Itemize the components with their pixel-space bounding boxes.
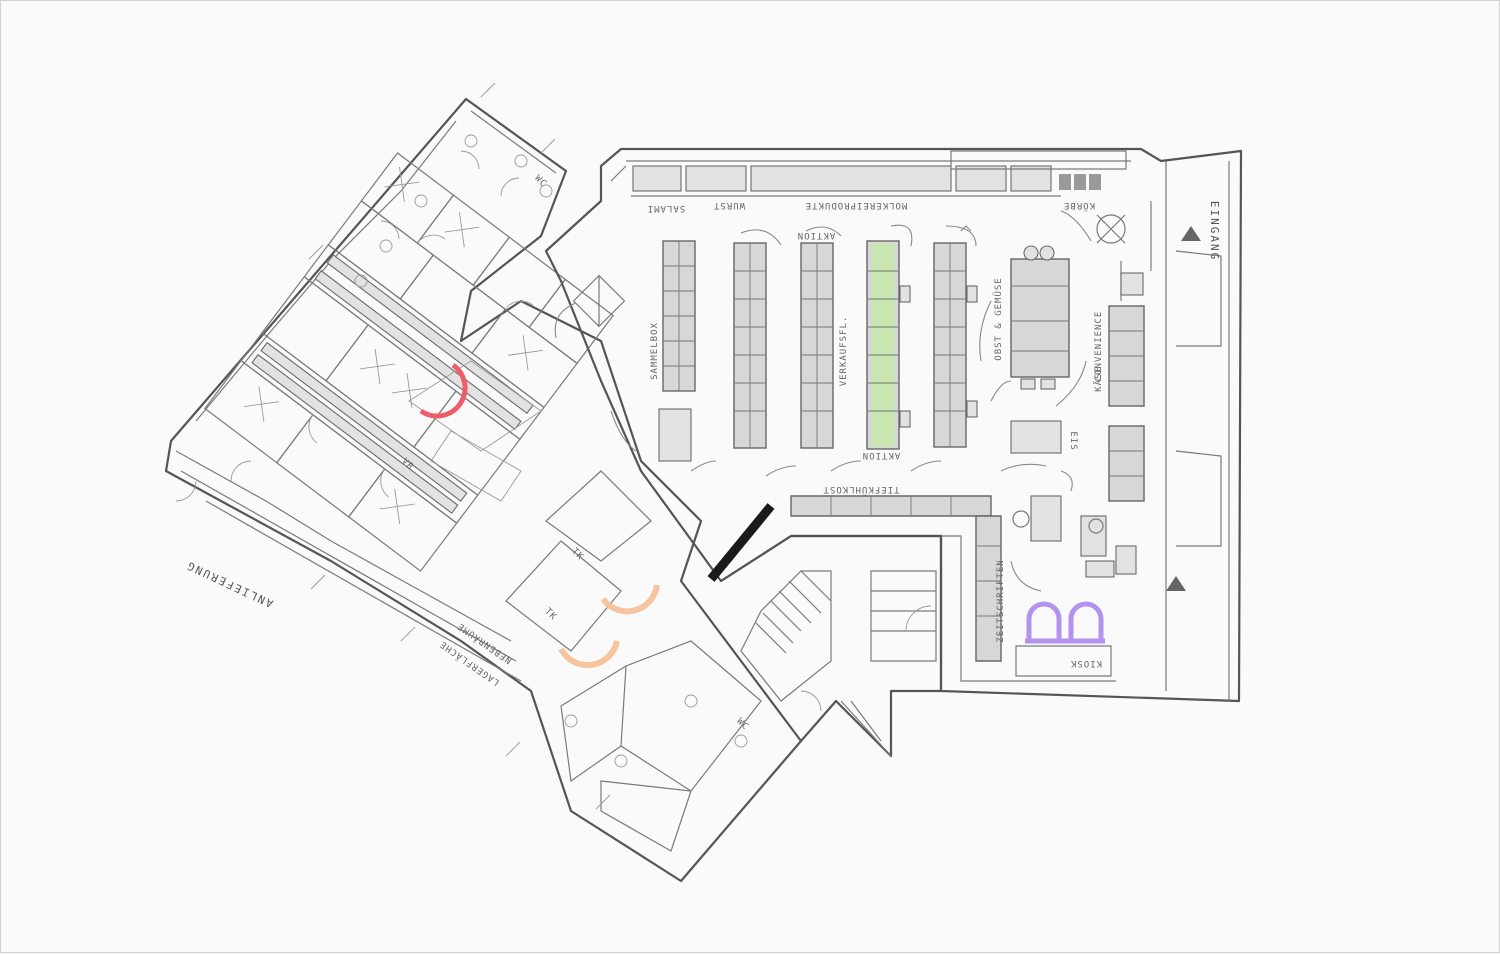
label-convenience: CONVENIENCE: [1094, 311, 1104, 382]
customer-flow-arrows: [554, 210, 1092, 592]
turnstile-icon: [1096, 214, 1126, 244]
checkout-area: [1012, 495, 1137, 677]
label-wc-2: WC: [734, 717, 750, 733]
seat-right-icon: [1068, 601, 1104, 641]
highlighted-red-door-icon: [419, 362, 468, 419]
label-aktion-top: AKTION: [797, 230, 836, 240]
entrance-arrow-icon: [1181, 226, 1201, 241]
shelf-aisle-3: [800, 242, 834, 449]
label-tk-1: TK: [569, 547, 585, 563]
seat-left-icon: [1026, 601, 1062, 641]
shelf-aisle-5: [933, 242, 978, 448]
sammelbox-unit: [658, 408, 692, 462]
highlighted-black-wall: [707, 503, 775, 582]
label-aktion-bottom: AKTION: [862, 450, 901, 460]
label-salami: SALAMI: [647, 203, 686, 213]
label-tiefkuehlkost: TIEFKÜHLKOST: [822, 484, 899, 495]
dimension-marks: [308, 82, 611, 810]
produce-island: [1010, 245, 1070, 390]
label-tk-2: TK: [542, 607, 558, 623]
label-sammelbox: SAMMELBOX: [650, 322, 660, 380]
back-of-house-wing: [164, 97, 803, 883]
label-wc-1: WC: [532, 174, 548, 190]
label-wurst: WURST: [713, 200, 745, 210]
ice-cream-freezer: [1010, 420, 1062, 454]
shelf-aisle-1: [662, 240, 696, 392]
convenience-shelf: [1108, 305, 1145, 502]
highlighted-green-shelf: [872, 243, 894, 447]
shelf-aisle-green: [866, 240, 911, 450]
frozen-counter: [790, 495, 1116, 691]
label-kaese: KÄSE: [1093, 366, 1104, 392]
highlighted-orange-door-1-icon: [600, 584, 660, 615]
label-kiosk: KIOSK: [1070, 658, 1102, 668]
label-verkaufsflaeche: VERKAUFSFL.: [839, 316, 849, 387]
shelf-aisle-2: [733, 242, 767, 449]
exit-arrow-icon: [1166, 576, 1186, 591]
kiosk-seats: [1025, 601, 1105, 644]
column: [1120, 272, 1144, 296]
label-zeitschriften: ZEITSCHRIFTEN: [996, 559, 1006, 642]
highlighted-orange-door-2-icon: [558, 640, 620, 669]
label-eis: EIS: [1068, 431, 1078, 450]
label-obst-gemuese: OBST & GEMÜSE: [993, 277, 1004, 360]
label-molkereiprodukte: MOLKEREIPRODUKTE: [805, 200, 908, 210]
stairwell: [720, 534, 943, 758]
sales-area: [544, 147, 1243, 703]
label-eingang: EINGANG: [1208, 201, 1221, 261]
plan-labels: MOLKEREIPRODUKTE WURST SALAMI AKTION AKT…: [184, 174, 1221, 733]
label-koerbe: KÖRBE: [1063, 200, 1095, 211]
label-anlieferung: ANLIEFERUNG: [184, 558, 275, 610]
